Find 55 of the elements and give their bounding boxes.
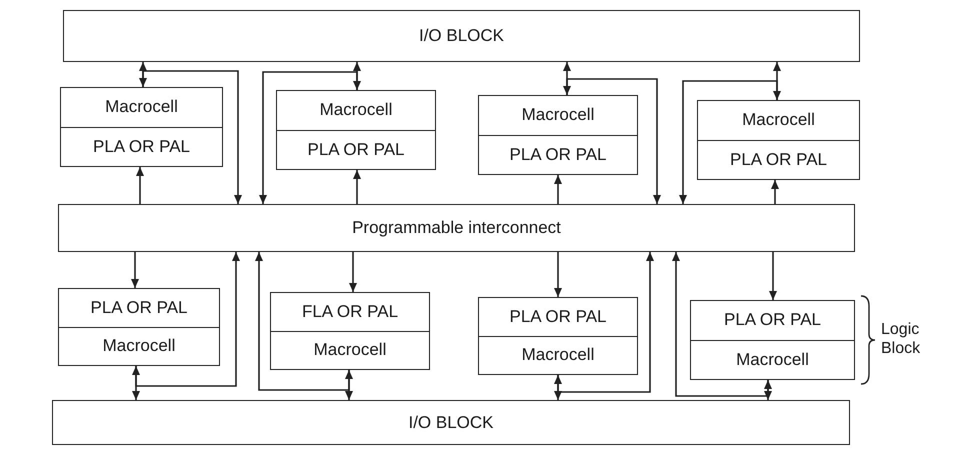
block-label: PLA OR PAL [730, 150, 827, 170]
arrow [353, 170, 361, 204]
arrow [345, 370, 353, 400]
logic-block [58, 288, 220, 366]
arrow [132, 366, 140, 400]
logic-block [270, 292, 430, 370]
arrow [139, 62, 147, 87]
arrow [557, 252, 654, 393]
logic-block [478, 297, 638, 375]
block-label: I/O BLOCK [418, 26, 504, 46]
block-label: Macrocell [314, 340, 386, 360]
arrow [142, 70, 242, 204]
arrow [563, 62, 571, 95]
arrow [131, 252, 139, 288]
block-label: I/O BLOCK [408, 412, 494, 432]
block-label: Programmable interconnect [352, 218, 561, 238]
block-label: Macrocell [320, 100, 392, 120]
block-label: Macrocell [742, 110, 815, 130]
io-block [52, 400, 850, 445]
logic-block [276, 90, 436, 170]
arrow [672, 252, 769, 397]
arrow [255, 252, 350, 391]
arrow [769, 252, 777, 300]
block-label: PLA OR PAL [509, 144, 606, 165]
block-label: PLA OR PAL [307, 140, 404, 160]
logic-block [60, 87, 223, 167]
arrow [554, 375, 562, 400]
logic-block [478, 95, 638, 175]
arrow [771, 180, 779, 204]
logic-block [690, 300, 855, 380]
arrow [353, 62, 361, 90]
arrow [259, 71, 358, 204]
block-label: Macrocell [736, 350, 809, 370]
arrow [554, 252, 562, 297]
interconnect-bar [58, 204, 855, 252]
block-label: PLA OR PAL [90, 298, 188, 318]
block-label: FLA OR PAL [302, 302, 398, 322]
arrow [764, 380, 772, 400]
block-label: PLA OR PAL [509, 306, 606, 327]
block-label: PLA OR PAL [92, 136, 190, 157]
arrow [349, 252, 357, 292]
io-block [63, 10, 860, 62]
logic-block [697, 100, 860, 180]
arrow [136, 167, 144, 204]
block-label: Macrocell [522, 345, 594, 366]
block-label: Macrocell [522, 105, 594, 126]
arrow [566, 78, 661, 204]
block-label: Macrocell [105, 97, 178, 118]
brace-label: Logic Block [881, 320, 922, 358]
block-label: PLA OR PAL [724, 310, 821, 330]
block-label: Macrocell [102, 336, 176, 356]
arrow [773, 62, 781, 100]
arrow [679, 80, 778, 204]
arrow [554, 175, 562, 204]
arrow [135, 252, 240, 387]
